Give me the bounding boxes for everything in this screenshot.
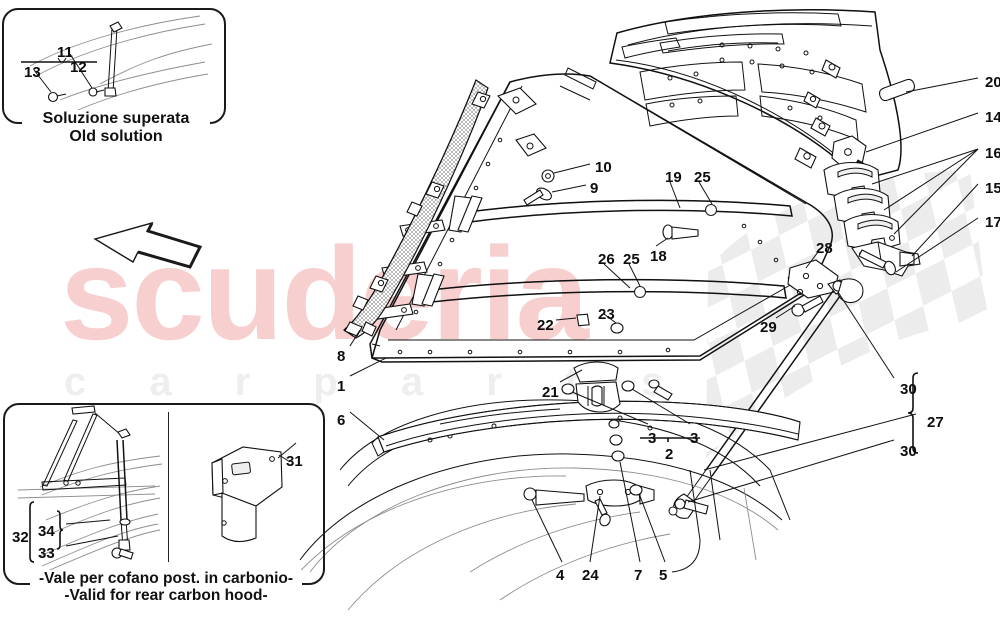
callout-number-5: 5	[659, 567, 668, 584]
callout-number-30: 30	[900, 443, 917, 460]
carbon-hood-caption-en: -Valid for rear carbon hood-	[64, 587, 268, 605]
bolt-18	[662, 224, 699, 240]
right-side-parts	[823, 78, 921, 277]
callout-number-10: 10	[595, 159, 612, 176]
callout-number-20: 20	[985, 74, 1000, 91]
callout-number-19: 19	[665, 169, 682, 186]
callout-number-11: 11	[57, 44, 73, 61]
callout-number-31: 31	[286, 453, 303, 470]
carbon-hood-caption-it: -Vale per cofano post. in carbonio-	[38, 570, 294, 587]
mesh-panel-8	[342, 79, 491, 339]
callout-number-16: 16	[985, 145, 1000, 162]
hood-latch-assembly	[561, 361, 673, 462]
callout-number-30: 30	[900, 381, 917, 398]
callout-number-25: 25	[694, 169, 711, 186]
callout-number-9: 9	[590, 180, 599, 197]
callout-number-18: 18	[650, 248, 667, 265]
callout-number-2: 2	[665, 446, 674, 463]
carbon-hood-inset-art	[17, 405, 163, 576]
callout-number-6: 6	[337, 412, 346, 429]
old-solution-caption-it: Soluzione superata	[42, 110, 190, 127]
callout-number-12: 12	[70, 59, 87, 76]
callout-number-1: 1	[337, 378, 346, 395]
callout-number-8: 8	[337, 348, 346, 365]
callout-number-17: 17	[985, 214, 1000, 231]
callout-number-15: 15	[985, 180, 1000, 197]
leader-lines	[33, 53, 979, 563]
hood-outer-panel	[559, 9, 902, 181]
carbon-hood-caption: -Vale per cofano post. in carbonio- -Val…	[30, 570, 302, 605]
hood-inner-frame	[367, 73, 833, 363]
callout-number-22: 22	[537, 317, 554, 334]
part-31-cover	[211, 442, 297, 543]
callout-number-26: 26	[598, 251, 615, 268]
callout-number-23: 23	[598, 306, 615, 323]
callout-number-32: 32	[12, 529, 29, 546]
carbon-inset-divider	[168, 412, 169, 562]
callout-number-28: 28	[816, 240, 833, 257]
callout-number-34: 34	[38, 523, 55, 540]
old-solution-caption-en: Old solution	[69, 127, 163, 145]
callout-number-24: 24	[582, 567, 599, 584]
callout-number-33: 33	[38, 545, 55, 562]
callout-number-4: 4	[556, 567, 565, 584]
callout-number-29: 29	[760, 319, 777, 336]
gas-strut-27	[668, 290, 841, 519]
callout-number-21: 21	[542, 384, 559, 401]
old-solution-caption: Soluzione superata Old solution	[22, 110, 210, 146]
callout-number-3: 3	[648, 430, 657, 447]
old-solution-art	[21, 15, 213, 111]
callout-number-25: 25	[623, 251, 640, 268]
lower-hinge-assembly	[523, 479, 655, 527]
callout-number-14: 14	[985, 109, 1000, 126]
direction-arrow	[93, 221, 203, 269]
rear-trim-panel-6	[371, 400, 801, 457]
callout-number-13: 13	[24, 64, 41, 81]
callout-number-7: 7	[634, 567, 643, 584]
callout-number-27: 27	[927, 414, 944, 431]
strut-bracket-28	[787, 259, 864, 317]
callout-number-3: 3	[690, 430, 699, 447]
bolt-9-washer-10	[523, 169, 555, 206]
